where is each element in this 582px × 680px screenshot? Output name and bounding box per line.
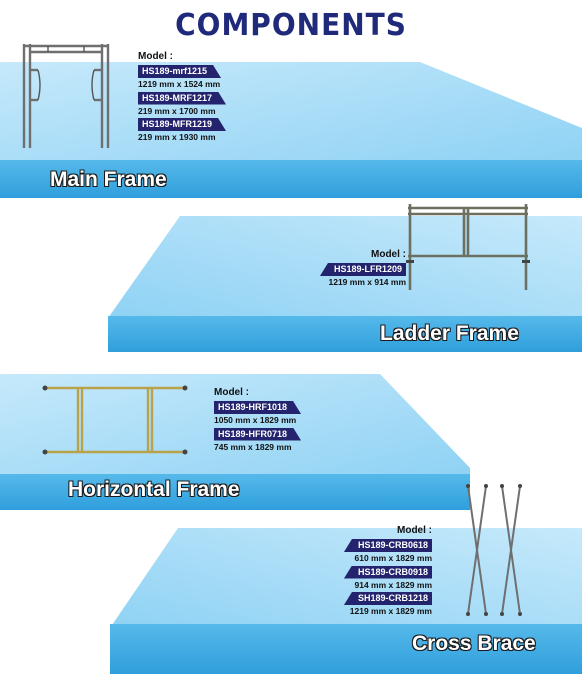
ladder-frame-illustration — [406, 204, 530, 290]
model-code: HS189-HFR0718 — [214, 428, 301, 441]
horizontal-frame-models: Model : HS189-HRF1018 1050 mm x 1829 mm … — [214, 388, 301, 453]
model-dimensions: 219 mm x 1700 mm — [138, 105, 216, 116]
model-dimensions: 1219 mm x 1524 mm — [138, 79, 221, 89]
main-frame-panel: Model : HS189-mrf1215 1219 mm x 1524 mm … — [0, 0, 582, 200]
section-label-horizontal-frame: Horizontal Frame — [68, 478, 241, 502]
model-dimensions: 1219 mm x 1829 mm — [349, 606, 432, 616]
model-code: HS189-mrf1215 — [138, 65, 221, 78]
model-code: HS189-HRF1018 — [214, 401, 301, 414]
section-label-ladder-frame: Ladder Frame — [380, 322, 520, 346]
cross-brace-panel: Model : HS189-CRB0618 610 mm x 1829 mm H… — [0, 484, 582, 680]
ladder-frame-panel: Model : HS189-LFR1209 1219 mm x 914 mm L… — [0, 200, 582, 370]
model-heading: Model : — [214, 387, 249, 398]
model-code: HS189-CRB0918 — [343, 565, 432, 579]
section-label-main-frame: Main Frame — [50, 168, 168, 192]
model-code: HS189-MFR1219 — [138, 118, 226, 131]
cross-brace-illustration — [466, 484, 522, 616]
model-code: SH189-CRB1218 — [343, 592, 432, 605]
model-code: HS189-CRB0618 — [343, 539, 432, 552]
model-code: HS189-LFR1209 — [319, 263, 406, 276]
model-code: HS189-MRF1217 — [138, 92, 226, 105]
model-dimensions: 610 mm x 1829 mm — [354, 553, 433, 563]
model-heading: Model : — [371, 249, 406, 260]
model-heading: Model : — [397, 525, 432, 536]
horizontal-frame-illustration — [42, 385, 188, 455]
model-dimensions: 914 mm x 1829 mm — [354, 579, 433, 590]
model-dimensions: 219 mm x 1930 mm — [138, 132, 216, 142]
cross-brace-models: Model : HS189-CRB0618 610 mm x 1829 mm H… — [326, 526, 432, 618]
horizontal-frame-panel: Model : HS189-HRF1018 1050 mm x 1829 mm … — [0, 370, 582, 520]
main-frame-models: Model : HS189-mrf1215 1219 mm x 1524 mm … — [138, 52, 226, 144]
model-dimensions: 745 mm x 1829 mm — [214, 441, 292, 452]
main-frame-background — [0, 62, 582, 198]
section-label-cross-brace: Cross Brace — [412, 632, 537, 656]
page-title: COMPONENTS — [175, 6, 407, 43]
model-dimensions: 1050 mm x 1829 mm — [214, 415, 297, 425]
model-heading: Model : — [138, 51, 173, 62]
model-dimensions: 1219 mm x 914 mm — [328, 277, 407, 287]
ladder-frame-models: Model : HS189-LFR1209 1219 mm x 914 mm — [296, 250, 406, 289]
main-frame-illustration — [22, 44, 110, 148]
